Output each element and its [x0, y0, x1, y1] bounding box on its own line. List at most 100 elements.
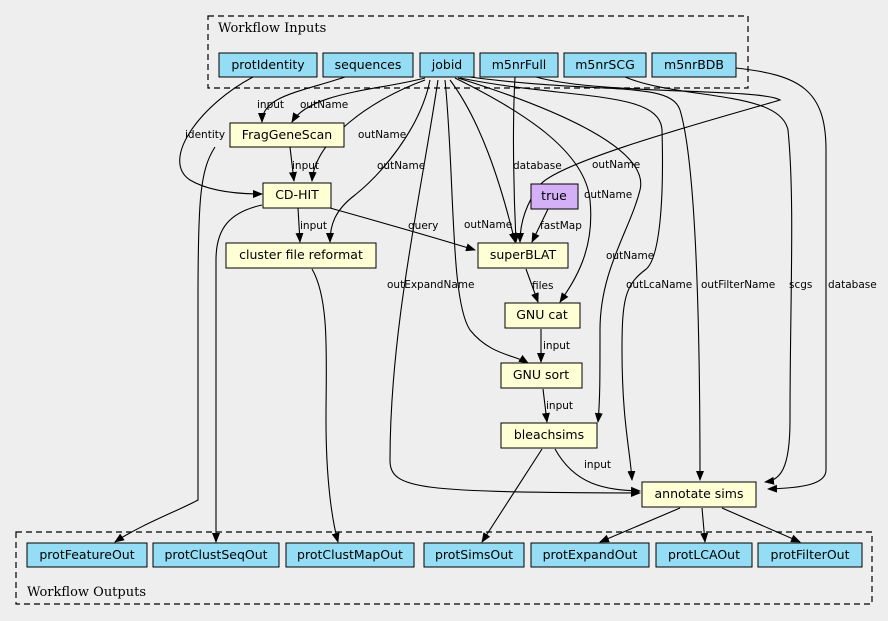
node-true: true: [541, 188, 567, 203]
edge-m5nrfull-superblat: [511, 76, 520, 243]
edge-bleachsims-annotate: [554, 448, 641, 495]
node-protexpandout-box: [530, 542, 650, 568]
edge-m5nrscg-annotate: [624, 76, 793, 485]
edge-jobid-annotate-expand: [389, 79, 641, 497]
inputs-cluster-label: Workflow Inputs: [218, 21, 326, 36]
edge-label-fastmap: fastMap: [540, 220, 582, 232]
node-protlcaout: protLCAOut: [668, 547, 740, 562]
edge-label-files: files: [532, 280, 553, 292]
output-nodes: protFeatureOut protClustSeqOut protClust…: [26, 542, 863, 568]
node-bleachsims-box: [500, 422, 598, 449]
edge-bleachsims-protsimsout: [481, 448, 543, 543]
node-m5nrbdb-box: [651, 52, 737, 78]
node-bleachsims: bleachsims: [514, 427, 584, 442]
edge-sequences-fraggenescan: [258, 76, 346, 123]
edge-label-query: query: [408, 220, 438, 232]
inputs-cluster: [207, 15, 749, 89]
edge-cdhit-reformat: [295, 207, 304, 243]
edge-jobid-bleachsims: [457, 77, 642, 423]
edge-jobid-clusterreformat: [326, 79, 431, 243]
edge-jobid-annotate-filter: [461, 75, 704, 481]
edge-protidentity-cdhit: [179, 76, 263, 198]
edge-jobid-fraggenescan: [291, 77, 426, 123]
node-sequences: sequences: [335, 57, 402, 72]
edge-label-identity: identity: [185, 129, 225, 141]
node-gnusort: GNU sort: [513, 367, 569, 382]
node-protidentity: protIdentity: [231, 57, 305, 72]
node-superblat: superBLAT: [490, 247, 557, 262]
edge-cdhit-superblat: [329, 207, 476, 252]
node-fraggenescan: FragGeneScan: [242, 127, 332, 142]
edge-label-reformat-outname: outName: [377, 160, 425, 172]
node-protfeatureout-box: [26, 542, 148, 568]
edge-label-bleach-input: input: [546, 400, 573, 412]
edge-fgs-protfeatureout: [114, 146, 216, 543]
node-protexpandout: protExpandOut: [543, 547, 638, 562]
edge-labels: identity input outName outName input out…: [185, 99, 877, 471]
node-protsimsout-box: [423, 542, 525, 568]
node-protfilterout: protFilterOut: [771, 547, 850, 562]
edge-annotate-protexpandout: [599, 507, 681, 543]
edge-superblat-gnucat: [525, 268, 539, 303]
edge-label-sort-input: input: [543, 340, 570, 352]
edge-jobid-gnucat: [454, 77, 592, 303]
edge-cdhit-protclustseqout: [212, 204, 263, 543]
node-protclustmapout-box: [285, 542, 415, 568]
node-protsimsout: protSimsOut: [435, 547, 513, 562]
node-gnucat-box: [504, 302, 581, 329]
edge-label-fgs-outname: outName: [300, 99, 348, 111]
edge-label-cdhit-input: input: [292, 160, 319, 172]
node-protfeatureout: protFeatureOut: [39, 547, 134, 562]
node-protidentity-box: [218, 52, 318, 78]
edge-label-outexpandname: outExpandName: [387, 279, 474, 291]
input-nodes: protIdentity sequences jobid m5nrFull m5…: [218, 52, 737, 78]
edge-label-annotate-input: input: [584, 459, 611, 471]
edge-label-gnucat-outname: outName: [584, 189, 632, 201]
node-m5nrscg: m5nrSCG: [575, 57, 635, 72]
edge-label-bleach-outname: outName: [606, 250, 654, 262]
edge-label-fgs-input: input: [257, 99, 284, 111]
step-nodes: FragGeneScan CD-HIT cluster file reforma…: [225, 122, 757, 508]
node-protclustseqout-box: [152, 542, 280, 568]
node-true-box: [530, 183, 579, 210]
edge-true-superblat: [531, 208, 549, 243]
edge-label-outfiltername: outFilterName: [701, 279, 775, 291]
edge-jobid-annotate-lca: [459, 77, 664, 481]
edge-label-outlcaname: outLcaName: [626, 279, 692, 291]
node-m5nrbdb: m5nrBDB: [664, 57, 724, 72]
node-cdhit-box: [262, 182, 332, 209]
node-annotatesims: annotate sims: [655, 486, 744, 501]
edge-label-sort-outname: outName: [464, 219, 512, 231]
node-protclustmapout: protClustMapOut: [297, 547, 403, 562]
node-protfilterout-box: [757, 542, 863, 568]
node-gnusort-box: [500, 362, 583, 389]
edge-fgs-cdhit: [288, 146, 297, 182]
node-m5nrfull: m5nrFull: [492, 57, 547, 72]
edge-m5nrbdb-annotate: [735, 67, 827, 493]
node-clusterreformat-box: [225, 242, 377, 269]
node-m5nrscg-box: [563, 52, 647, 78]
edge-label-database-2: database: [828, 279, 877, 291]
node-jobid-box: [419, 52, 475, 78]
node-fraggenescan-box: [229, 122, 345, 148]
node-cdhit: CD-HIT: [275, 187, 319, 202]
edge-label-reformat-input: input: [300, 220, 327, 232]
edge-jobid-superblat: [449, 79, 517, 243]
node-protlcaout-box: [655, 542, 753, 568]
edge-label-superblat-outname: outName: [592, 159, 640, 171]
edge-reformat-protclustmapout: [311, 268, 340, 543]
node-clusterreformat: cluster file reformat: [239, 247, 363, 262]
node-sequences-box: [322, 52, 414, 78]
outputs-cluster-label: Workflow Outputs: [27, 585, 146, 600]
node-protclustseqout: protClustSeqOut: [164, 547, 267, 562]
node-gnucat: GNU cat: [516, 307, 568, 322]
edge-annotate-protlcaout: [700, 507, 709, 543]
edge-label-scgs: scgs: [789, 279, 812, 291]
edge-gnusort-bleachsims: [541, 388, 550, 423]
node-annotatesims-box: [641, 481, 757, 508]
edges: [114, 67, 827, 543]
edge-annotate-protfilterout: [721, 507, 801, 543]
outputs-cluster: [15, 531, 873, 605]
node-m5nrfull-box: [479, 52, 559, 78]
